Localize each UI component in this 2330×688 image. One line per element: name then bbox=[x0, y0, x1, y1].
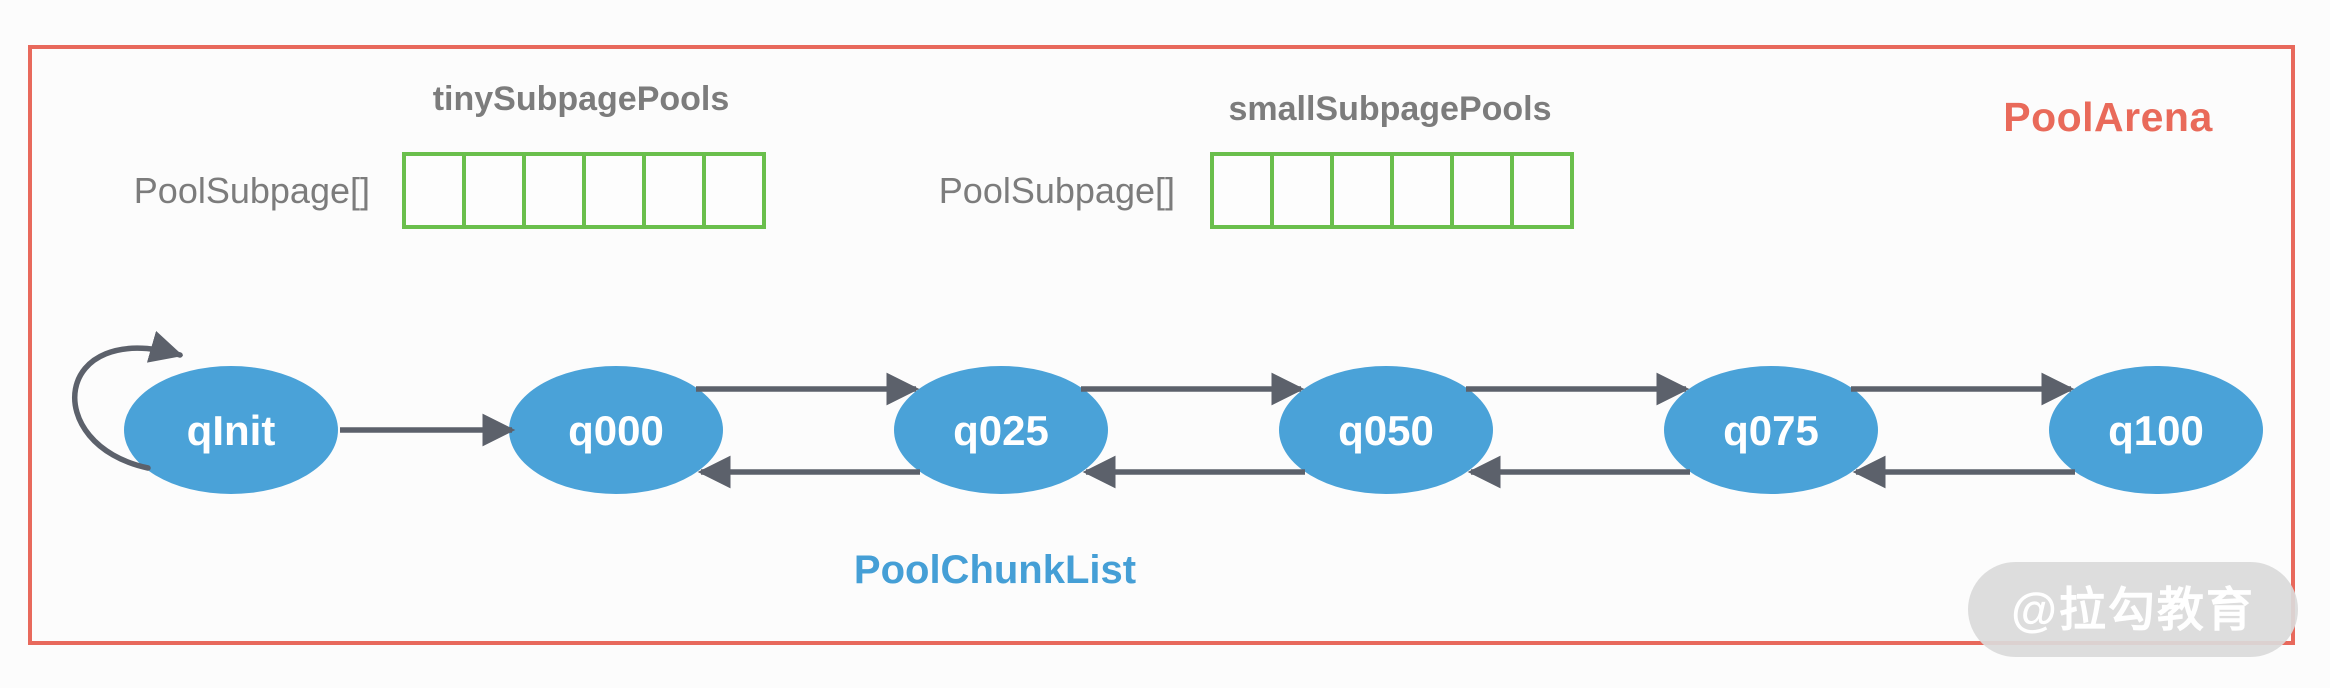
pool-chunk-list-label: PoolChunkList bbox=[853, 548, 1137, 592]
arrow-qinit-self-loop bbox=[71, 330, 184, 471]
chunk-node-q050 bbox=[1279, 366, 1493, 494]
chunk-node-label-q000: q000 bbox=[568, 407, 664, 454]
subpage-cell bbox=[1510, 152, 1574, 229]
chunk-node-label-q025: q025 bbox=[953, 407, 1049, 454]
chunk-node-label-q050: q050 bbox=[1338, 407, 1434, 454]
tiny-poolsubpage-array-label: PoolSubpage[] bbox=[133, 170, 370, 211]
chunk-node-q000 bbox=[509, 366, 723, 494]
subpage-cell bbox=[522, 152, 586, 229]
subpage-cell bbox=[702, 152, 766, 229]
tiny-subpage-grid bbox=[402, 152, 766, 229]
chunk-node-label-q075: q075 bbox=[1723, 407, 1819, 454]
chunk-node-q100 bbox=[2049, 366, 2263, 494]
small-poolsubpage-array-label: PoolSubpage[] bbox=[938, 170, 1175, 211]
chunk-node-label-qinit: qInit bbox=[187, 407, 276, 454]
small-subpage-pools-title: smallSubpagePools bbox=[1228, 90, 1552, 128]
chunk-node-label-q100: q100 bbox=[2108, 407, 2204, 454]
watermark-badge: @拉勾教育 bbox=[1968, 562, 2298, 657]
chunk-node-q025 bbox=[894, 366, 1108, 494]
chunk-node-qinit bbox=[124, 366, 338, 494]
chunk-node-q075 bbox=[1664, 366, 1878, 494]
subpage-cell bbox=[1270, 152, 1334, 229]
tiny-subpage-pools-title: tinySubpagePools bbox=[432, 80, 730, 118]
subpage-cell bbox=[1390, 152, 1454, 229]
pool-arena-title: PoolArena bbox=[2003, 94, 2213, 140]
small-subpage-grid bbox=[1210, 152, 1574, 229]
pool-arena-border bbox=[28, 45, 2295, 645]
